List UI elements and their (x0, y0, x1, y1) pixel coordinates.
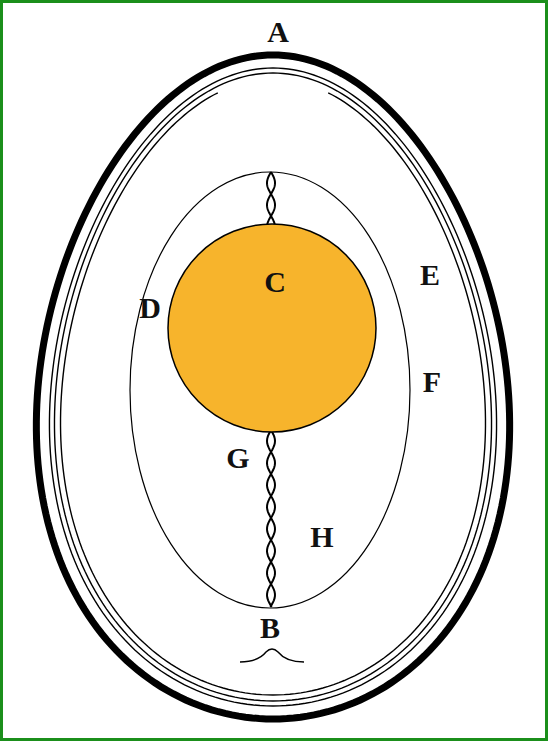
albumen (130, 172, 410, 608)
part-label: B (260, 613, 280, 643)
shell-membrane (49, 68, 496, 706)
shell (36, 55, 509, 719)
part-label: G (226, 443, 249, 473)
chalaza (267, 430, 275, 607)
part-label: H (310, 522, 333, 552)
chalaza (267, 430, 275, 607)
yolk (168, 224, 376, 432)
chalaza (267, 172, 275, 226)
part-label: D (139, 293, 161, 323)
membrane-bump (240, 649, 304, 662)
part-label: F (423, 367, 441, 397)
inner-membrane (61, 93, 486, 695)
part-label: C (264, 267, 286, 297)
chalaza (267, 172, 275, 226)
part-label: A (267, 17, 289, 47)
part-label: E (420, 260, 440, 290)
shell-membrane (54, 73, 491, 701)
